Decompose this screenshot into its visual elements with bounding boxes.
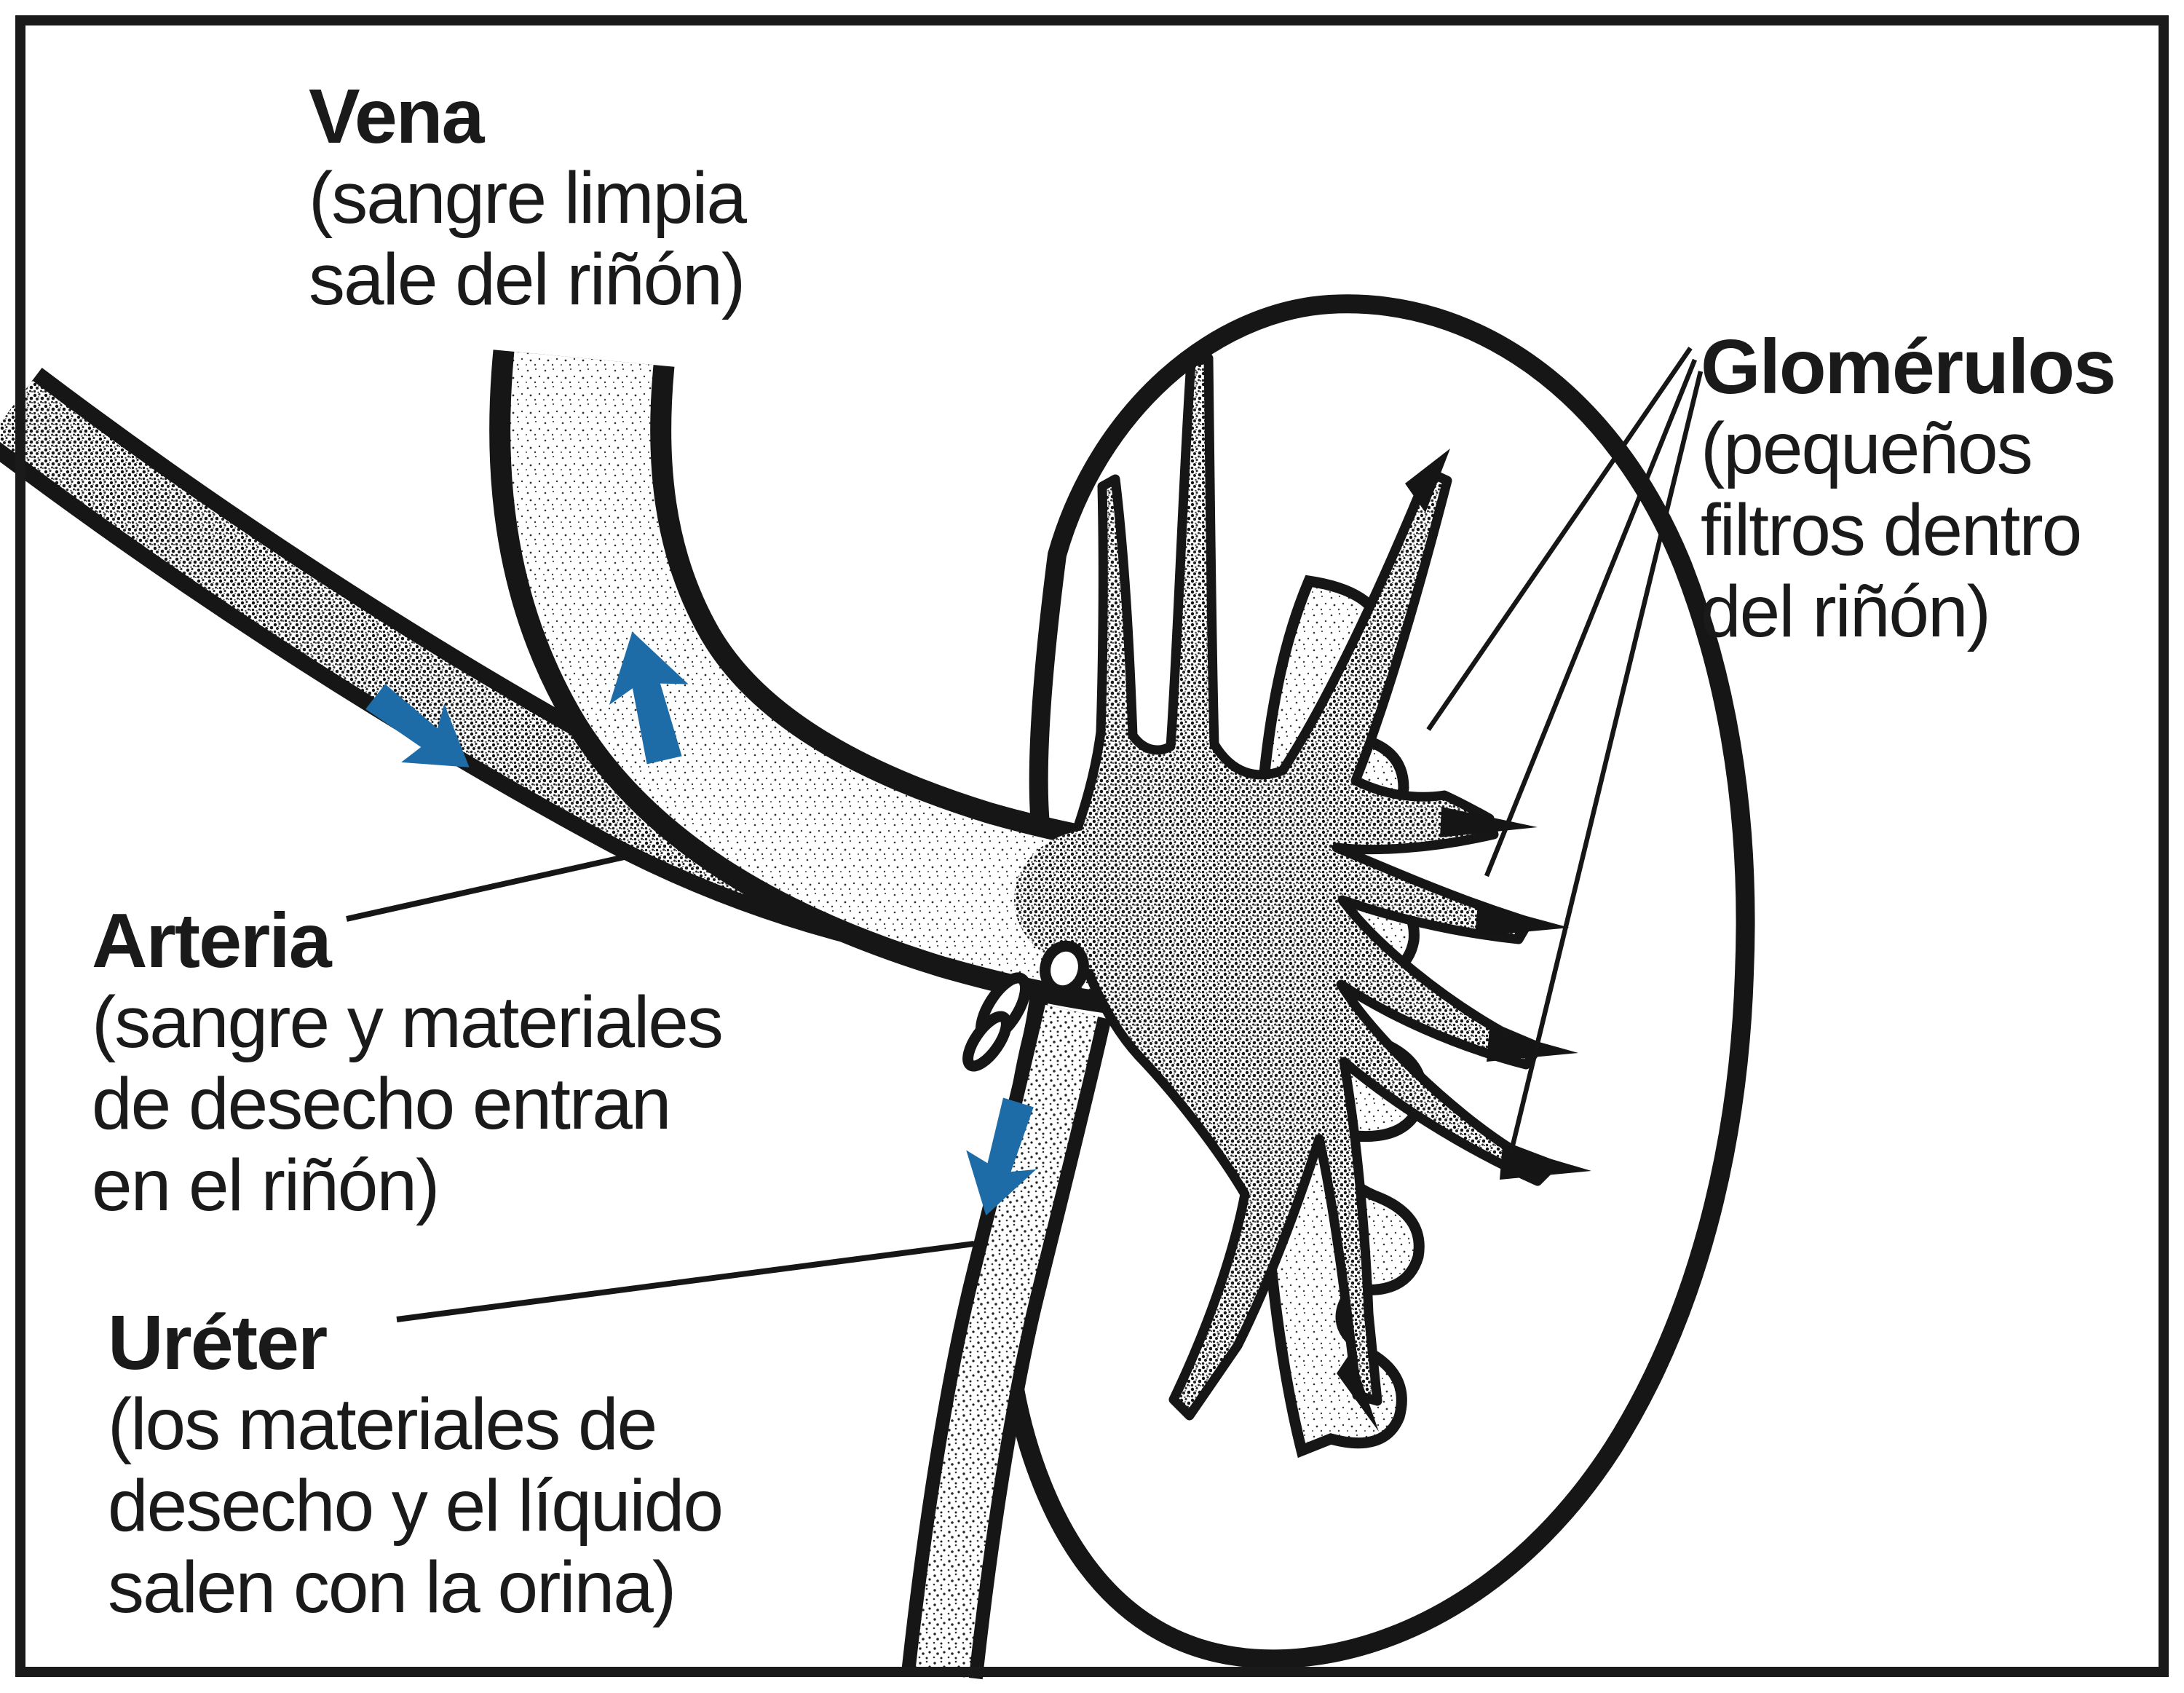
label-ureter: Uréter (los materiales de desecho y el l… — [108, 1300, 724, 1628]
label-vena-line: sale del riñón) — [309, 239, 745, 320]
vein-flow-arrow-icon — [609, 631, 689, 765]
label-glomerulos-title: Glomérulos — [1701, 324, 2116, 410]
label-arteria-title: Arteria — [92, 898, 332, 984]
label-glomerulos-line: (pequeños — [1701, 408, 2033, 489]
label-vena-title: Vena — [309, 74, 485, 159]
label-arteria-line: de desecho entran — [92, 1063, 671, 1145]
label-arteria: Arteria (sangre y materiales de desecho … — [92, 898, 724, 1226]
hilum-junction — [1014, 829, 1177, 969]
glomerulos-leader-line-3 — [1508, 371, 1704, 1155]
label-ureter-line: desecho y el líquido — [108, 1465, 724, 1547]
hilum-loops — [962, 940, 1089, 1072]
leader-lines — [346, 347, 1704, 1322]
label-vena-line: (sangre limpia — [309, 157, 747, 239]
label-vena: Vena (sangre limpia sale del riñón) — [309, 74, 747, 320]
vessel-spike-tips — [1337, 449, 1591, 1432]
label-glomerulos-line: filtros dentro — [1701, 489, 2082, 571]
arteria-leader-line — [346, 851, 641, 922]
renal-pelvis-branches — [1062, 353, 1559, 1421]
label-arteria-line: en el riñón) — [92, 1145, 440, 1226]
label-ureter-line: salen con la orina) — [108, 1547, 676, 1628]
ureter-duct — [901, 1001, 1112, 1680]
ureter-flow-arrow-icon — [966, 1097, 1037, 1216]
ureter-leader-line — [396, 1241, 975, 1322]
glomerulos-leader-line-1 — [1426, 347, 1693, 731]
label-glomerulos-line: del riñón) — [1701, 571, 1991, 652]
figure-border — [15, 15, 2169, 1677]
label-ureter-title: Uréter — [108, 1300, 328, 1386]
glomerulos-leader-line-2 — [1484, 358, 1698, 877]
label-ureter-line: (los materiales de — [108, 1384, 657, 1465]
label-arteria-line: (sangre y materiales — [92, 982, 724, 1063]
artery-flow-arrow-icon — [365, 684, 470, 767]
label-glomerulos: Glomérulos (pequeños filtros dentro del … — [1701, 324, 2116, 652]
